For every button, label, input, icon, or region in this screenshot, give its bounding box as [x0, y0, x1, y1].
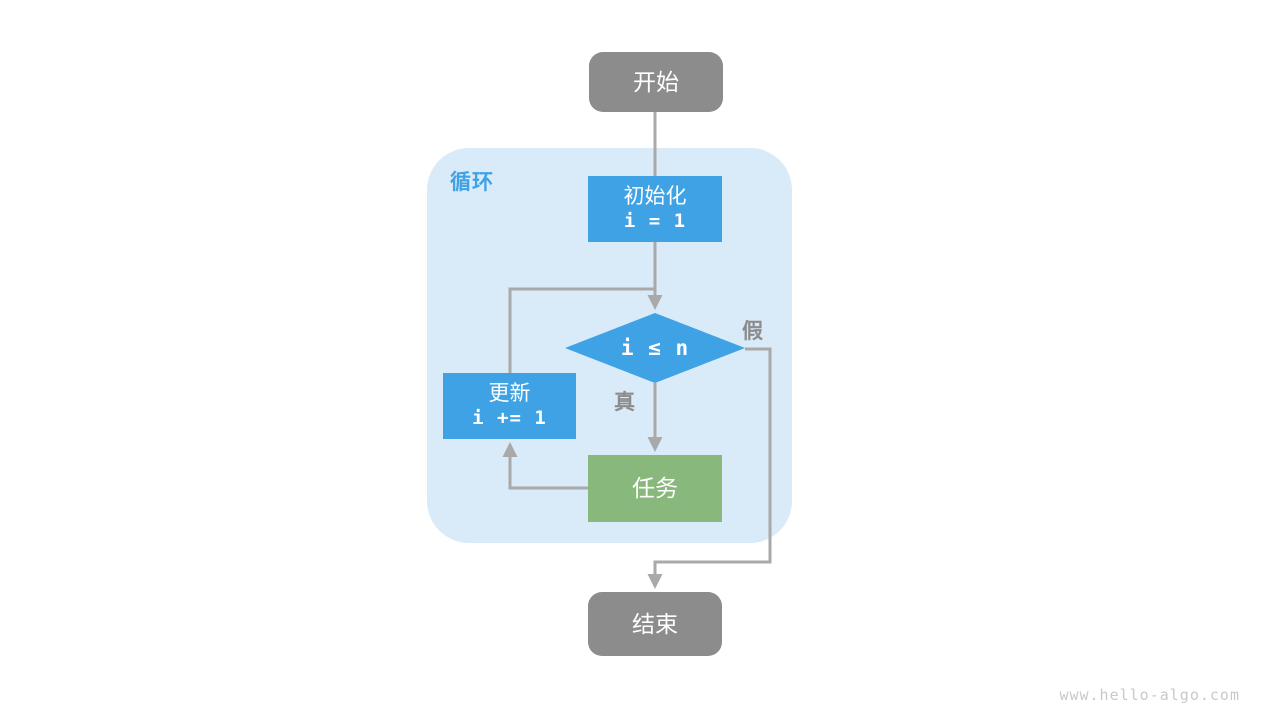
- node-task-label: 任务: [632, 475, 678, 502]
- node-init-code: i = 1: [623, 210, 687, 233]
- edge-label-false: 假: [742, 320, 763, 343]
- node-end: 结束: [588, 592, 722, 656]
- node-task: 任务: [588, 455, 722, 522]
- node-condition-label: i ≤ n: [620, 335, 690, 360]
- node-init: 初始化 i = 1: [588, 176, 722, 242]
- node-end-label: 结束: [632, 610, 678, 637]
- node-start-label: 开始: [633, 68, 679, 95]
- edge-label-true: 真: [614, 391, 635, 414]
- node-update-label: 更新: [488, 382, 531, 405]
- node-update: 更新 i += 1: [443, 373, 576, 439]
- node-init-label: 初始化: [623, 185, 687, 208]
- node-update-code: i += 1: [472, 407, 547, 430]
- watermark-text: www.hello-algo.com: [1059, 686, 1240, 704]
- loop-group-label: 循环: [450, 171, 494, 194]
- node-start: 开始: [589, 52, 723, 112]
